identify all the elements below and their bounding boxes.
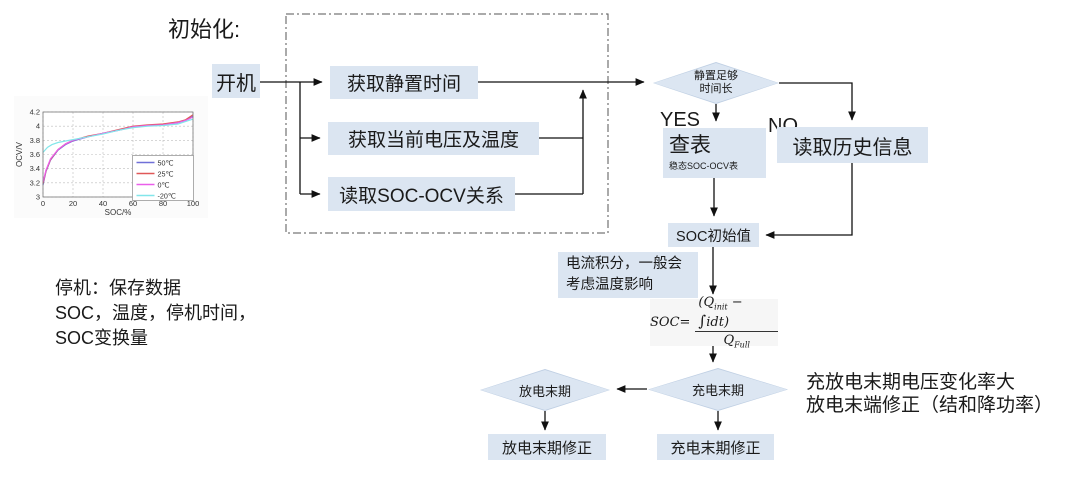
decision-rest-label-line2: 时间长 [699, 83, 733, 95]
note-shutdown-save-data: 停机：保存数据 SOC，温度，停机时间， SOC变换量 [55, 276, 256, 351]
formula-numerator: (Qinit − ∫idt) [695, 295, 778, 332]
xtick-label: 100 [187, 199, 200, 208]
ytick-label: 3.2 [30, 178, 40, 187]
node-soc-initial-value: SOC初始值 [668, 223, 759, 247]
series--20℃ [42, 118, 194, 153]
legend-label-25℃: 25℃ [158, 169, 174, 178]
xtick-label: 40 [99, 199, 107, 208]
init-section-title: 初始化: [168, 17, 241, 42]
branch-label-yes: YES [660, 109, 701, 131]
end-discharge-label: 放电末期 [518, 383, 571, 399]
end-charge-label: 充电末期 [691, 383, 744, 398]
init-group-dashed-border [285, 13, 609, 234]
node-get-rest-time: 获取静置时间 [330, 66, 478, 99]
xtick-label: 80 [159, 199, 167, 208]
ytick-label: 3.4 [30, 164, 40, 173]
node-charge-correction: 充电末期修正 [657, 434, 774, 460]
node-get-voltage-temperature: 获取当前电压及温度 [328, 122, 539, 155]
formula-denominator: QFull [723, 333, 750, 350]
right-note-line2: 放电末端修正（结和降功率） [806, 395, 1054, 416]
legend-label-0℃: 0℃ [158, 180, 170, 189]
legend-label--20℃: -20℃ [158, 191, 176, 200]
ytick-label: 3.6 [30, 150, 40, 159]
series-0℃ [42, 116, 194, 183]
lookup-table-label: 查表 [669, 133, 711, 157]
right-note-line1: 充放电末期电压变化率大 [806, 372, 1016, 393]
x-axis-label: SOC/% [105, 208, 132, 217]
decision-rest-label-line1: 静置足够 [694, 70, 738, 83]
formula-lhs: SOC [650, 315, 680, 330]
note-current-integration-text: 电流积分，一般会 考虑温度影响 [566, 256, 682, 293]
node-read-history: 读取历史信息 [777, 127, 928, 163]
connector-history-socinit [765, 163, 853, 239]
formula-equals: = [679, 315, 691, 330]
node-read-soc-ocv: 读取SOC-OCV关系 [328, 177, 515, 211]
ytick-label: 4 [36, 122, 40, 131]
node-lookup-table: 查表 稳态SOC-OCV表 [663, 128, 766, 178]
ytick-label: 4.2 [30, 108, 40, 117]
y-axis-label: OCV/V [15, 141, 24, 167]
note-current-integration: 电流积分，一般会 考虑温度影响 [558, 252, 698, 298]
node-discharge-correction: 放电末期修正 [488, 434, 606, 460]
connector-no-history [779, 82, 856, 121]
xtick-label: 60 [129, 199, 137, 208]
lookup-table-subtitle: 稳态SOC-OCV表 [669, 161, 739, 172]
node-power-on: 开机 [212, 64, 260, 98]
legend-label-50℃: 50℃ [158, 158, 174, 167]
xtick-label: 20 [69, 199, 77, 208]
xtick-label: 0 [41, 199, 45, 208]
formula-fraction: (Qinit − ∫idt) QFull [695, 295, 778, 350]
shutdown-line2: SOC，温度，停机时间， [55, 303, 257, 323]
soc-formula: SOC = (Qinit − ∫idt) QFull [650, 295, 778, 350]
plot-frame [42, 111, 194, 198]
ytick-label: 3.8 [30, 136, 40, 145]
ytick-label: 3 [36, 193, 40, 202]
shutdown-line1: 停机：保存数据 [55, 278, 181, 298]
note-end-stage-correction: 充放电末期电压变化率大 放电末端修正（结和降功率） [806, 371, 1053, 417]
shutdown-line3: SOC变换量 [55, 328, 149, 348]
